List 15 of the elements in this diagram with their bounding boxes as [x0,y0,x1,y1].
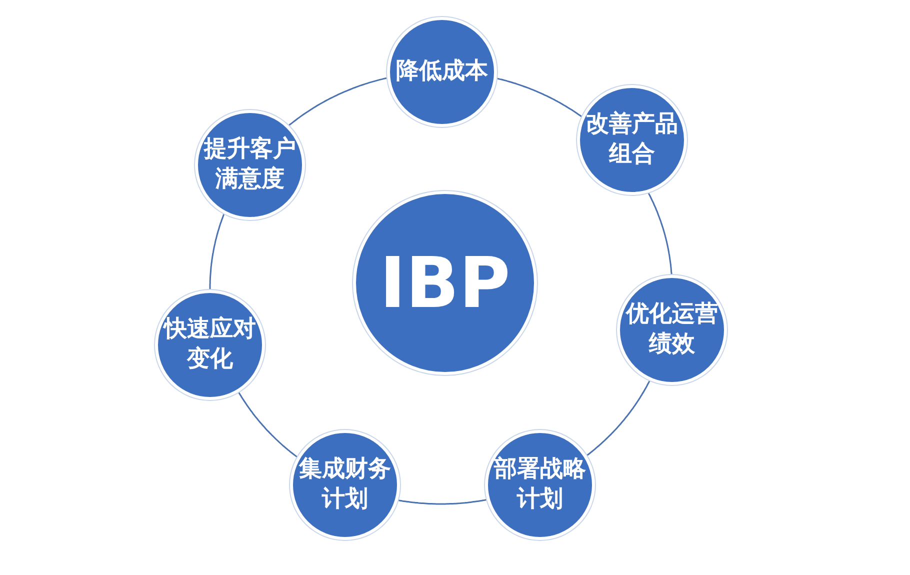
ring-arc [648,192,672,275]
node-label: 提升客户满意度 [202,135,297,194]
node-label: 降低成本 [396,57,488,86]
ring-arc [238,392,298,458]
ring-arc [288,77,388,126]
node-label: 优化运营绩效 [624,300,719,359]
ring-arc [586,380,650,456]
ring-arc [496,78,582,118]
node-label: 部署战略计划 [492,455,587,514]
ring-arc [209,213,225,290]
node-label: 快速应对变化 [162,315,257,374]
node-label: IBP [380,240,510,326]
node-label: 集成财务计划 [298,455,392,514]
node-label: 改善产品组合 [585,110,679,169]
ring-arc [398,498,487,505]
